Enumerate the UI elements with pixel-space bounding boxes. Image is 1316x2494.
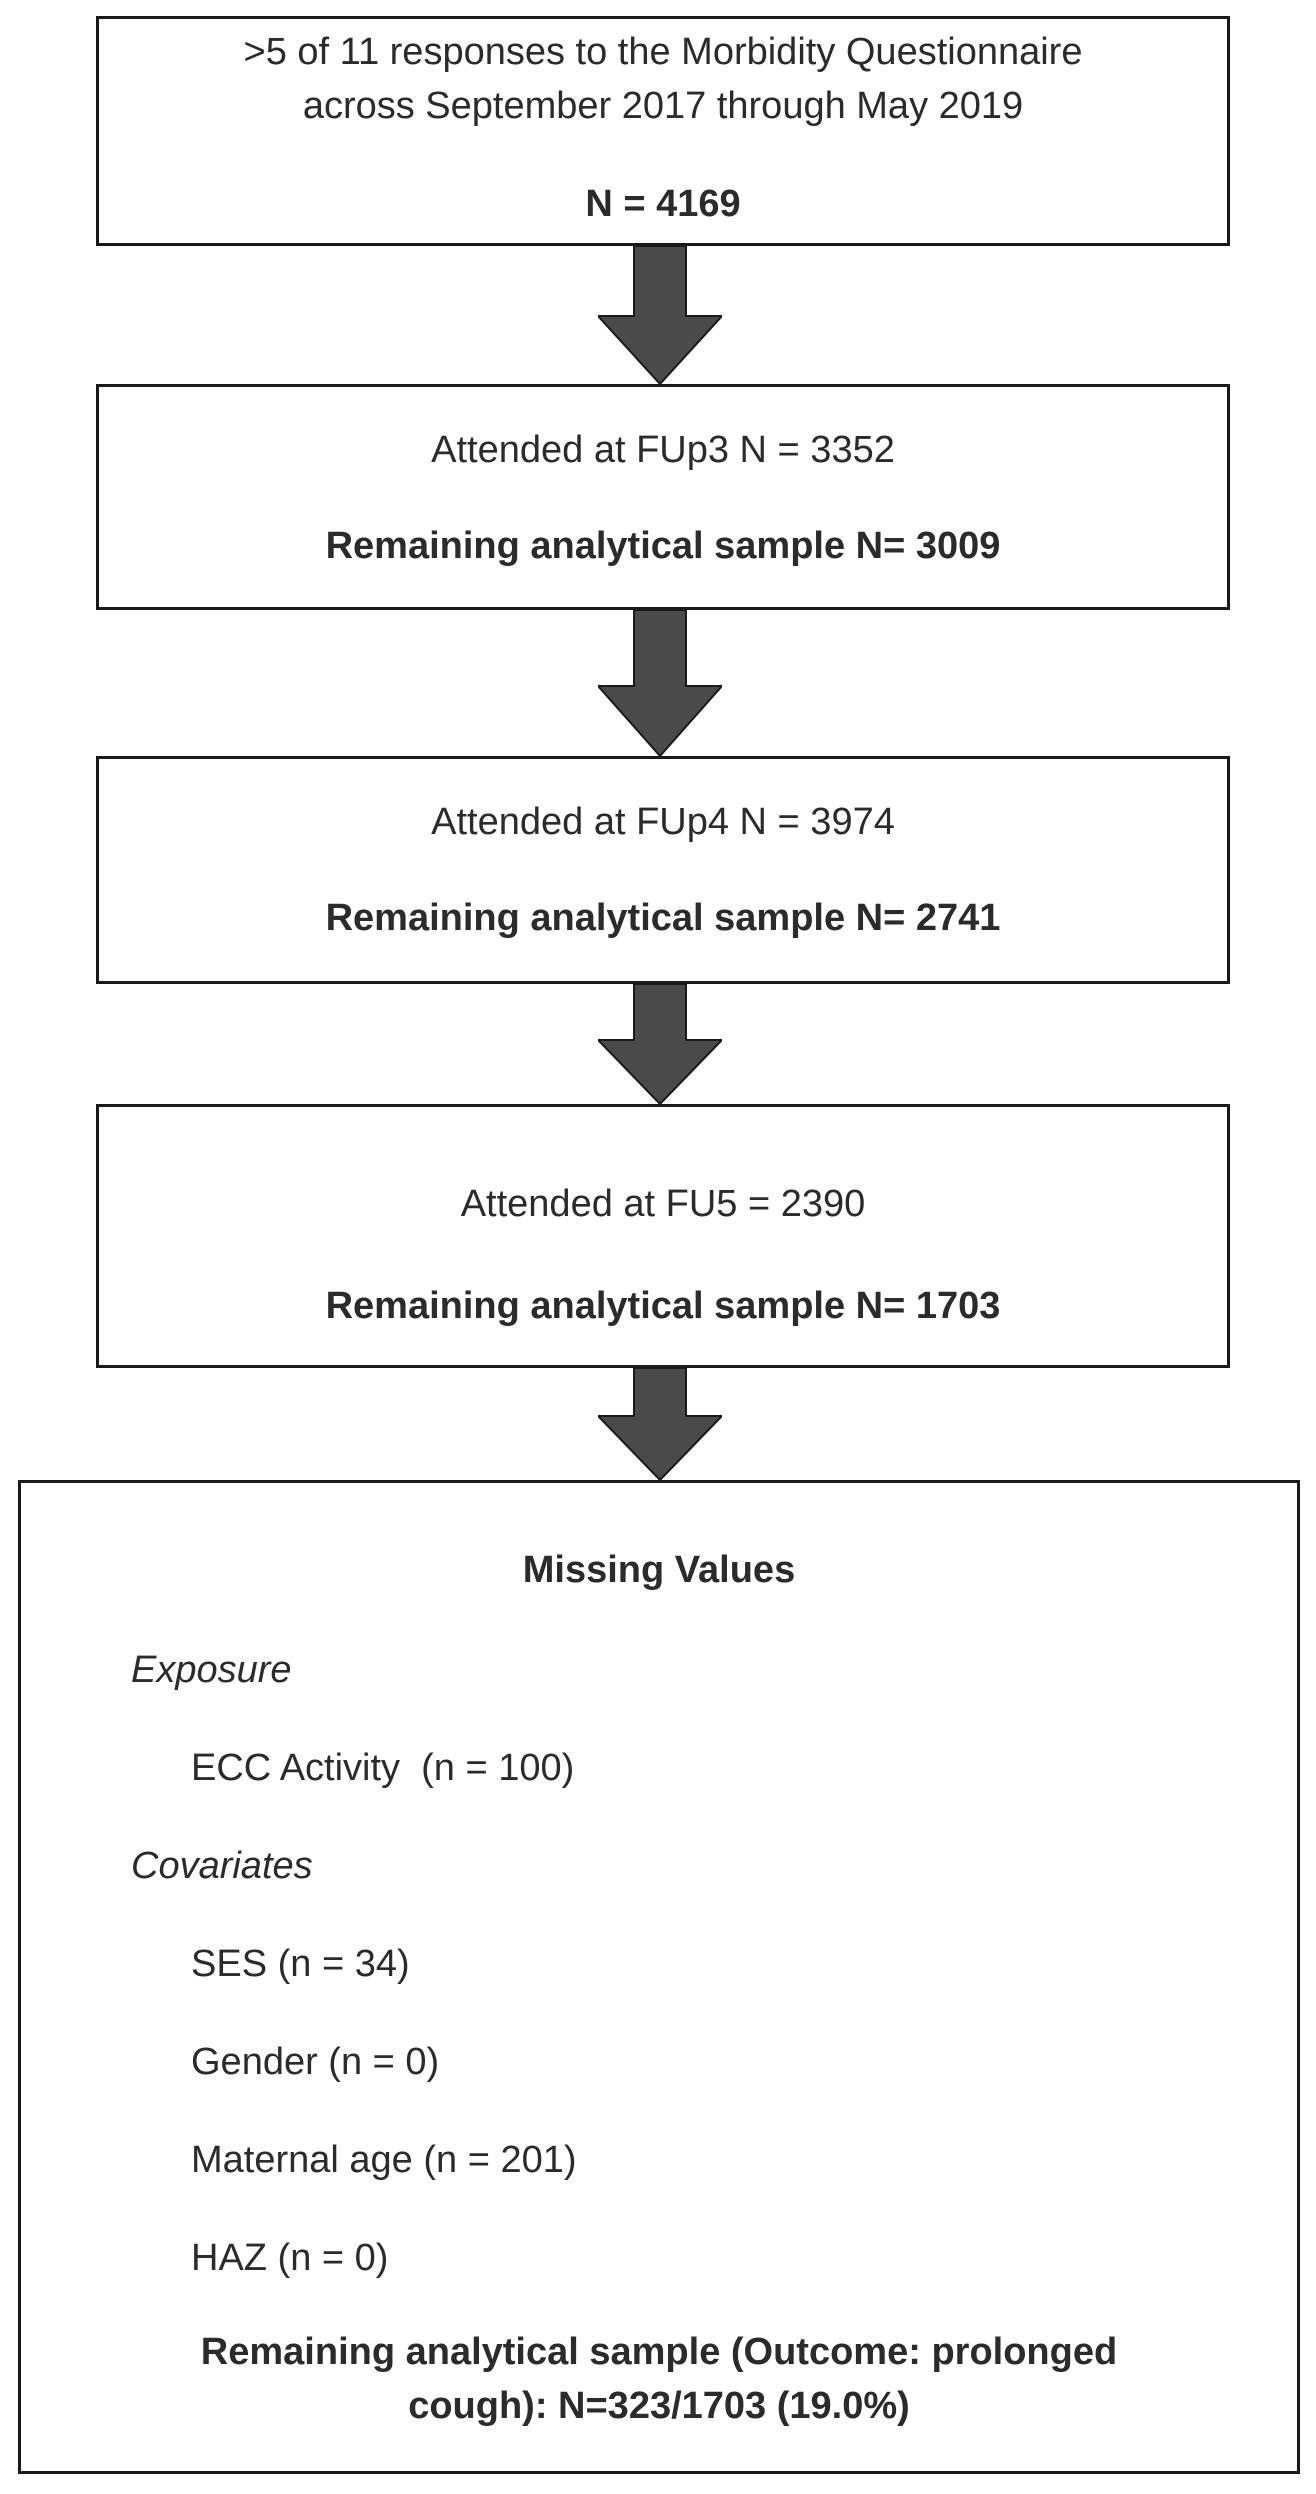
- down-arrow-icon: [598, 1368, 722, 1480]
- exposure-heading: Exposure: [131, 1649, 292, 1691]
- missing-values-box: Missing Values Exposure ECC Activity (n …: [18, 1480, 1300, 2474]
- final-remaining-line-2: cough): N=323/1703 (19.0%): [408, 2385, 910, 2427]
- covariate-item-maternal-age: Maternal age (n = 201): [191, 2139, 577, 2181]
- step-box-fup4: Attended at FUp4 N = 3974 Remaining anal…: [96, 756, 1230, 984]
- fup3-remaining: Remaining analytical sample N= 3009: [325, 525, 1001, 567]
- exposure-item: ECC Activity (n = 100): [191, 1747, 575, 1789]
- responses-line-1: >5 of 11 responses to the Morbidity Ques…: [243, 31, 1083, 73]
- covariate-item-gender: Gender (n = 0): [191, 2041, 440, 2083]
- step-box-fup3: Attended at FUp3 N = 3352 Remaining anal…: [96, 384, 1230, 610]
- fup3-attended: Attended at FUp3 N = 3352: [431, 429, 895, 471]
- fu5-attended: Attended at FU5 = 2390: [460, 1183, 866, 1225]
- missing-values-title: Missing Values: [522, 1549, 796, 1591]
- covariate-item-haz: HAZ (n = 0): [191, 2237, 389, 2279]
- fup4-attended: Attended at FUp4 N = 3974: [431, 801, 895, 843]
- down-arrow-icon: [598, 246, 722, 384]
- covariate-item-ses: SES (n = 34): [191, 1943, 410, 1985]
- step-box-responses: >5 of 11 responses to the Morbidity Ques…: [96, 16, 1230, 246]
- fu5-remaining: Remaining analytical sample N= 1703: [325, 1285, 1001, 1327]
- responses-n: N = 4169: [585, 183, 741, 225]
- step-box-fu5: Attended at FU5 = 2390 Remaining analyti…: [96, 1104, 1230, 1368]
- covariates-heading: Covariates: [131, 1845, 313, 1887]
- final-remaining-line-1: Remaining analytical sample (Outcome: pr…: [200, 2331, 1118, 2373]
- down-arrow-icon: [598, 610, 722, 756]
- fup4-remaining: Remaining analytical sample N= 2741: [325, 897, 1001, 939]
- down-arrow-icon: [598, 984, 722, 1104]
- responses-line-2: across September 2017 through May 2019: [302, 85, 1024, 127]
